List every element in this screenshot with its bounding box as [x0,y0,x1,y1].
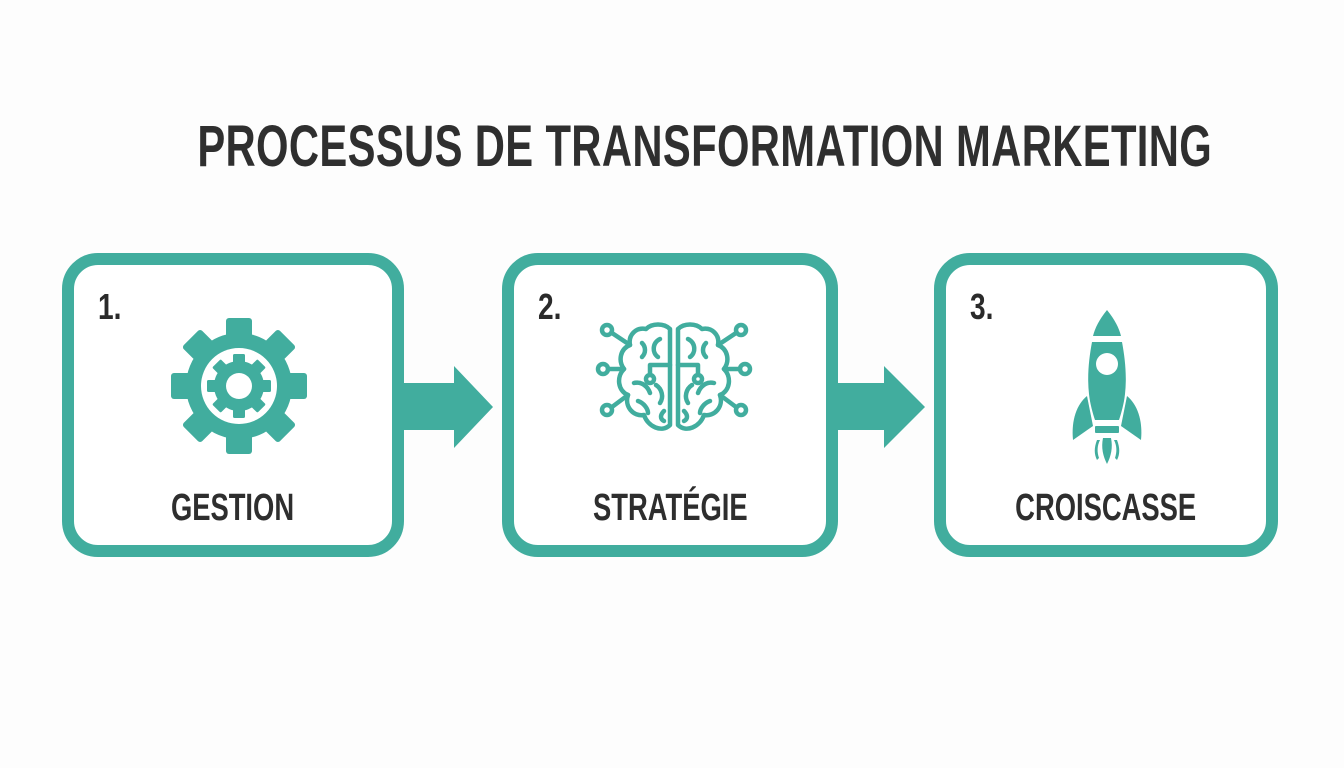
step-3-number: 3. [970,286,994,327]
step-1-card: 1. GESTION [62,253,404,557]
step-2-label: STRATÉGIE [592,487,748,529]
page-title-text: PROCESSUS DE TRANSFORMATION MARKETING [197,114,1213,179]
page-title: PROCESSUS DE TRANSFORMATION MARKETING [0,118,1344,176]
brain-network-icon [595,322,753,431]
step-2-number: 2. [538,286,562,327]
step-1-number: 1. [98,286,122,327]
step-3-label: CROISCASSE [1015,487,1197,529]
step-1-label: GESTION [171,487,295,529]
arrow-right-icon [832,366,925,448]
gear-icon [171,318,307,454]
step-3-card: 3. CROISCASSE [934,253,1278,557]
rocket-icon [1072,310,1142,464]
arrow-right-icon [398,366,493,448]
step-2-card: 2. [502,253,838,557]
